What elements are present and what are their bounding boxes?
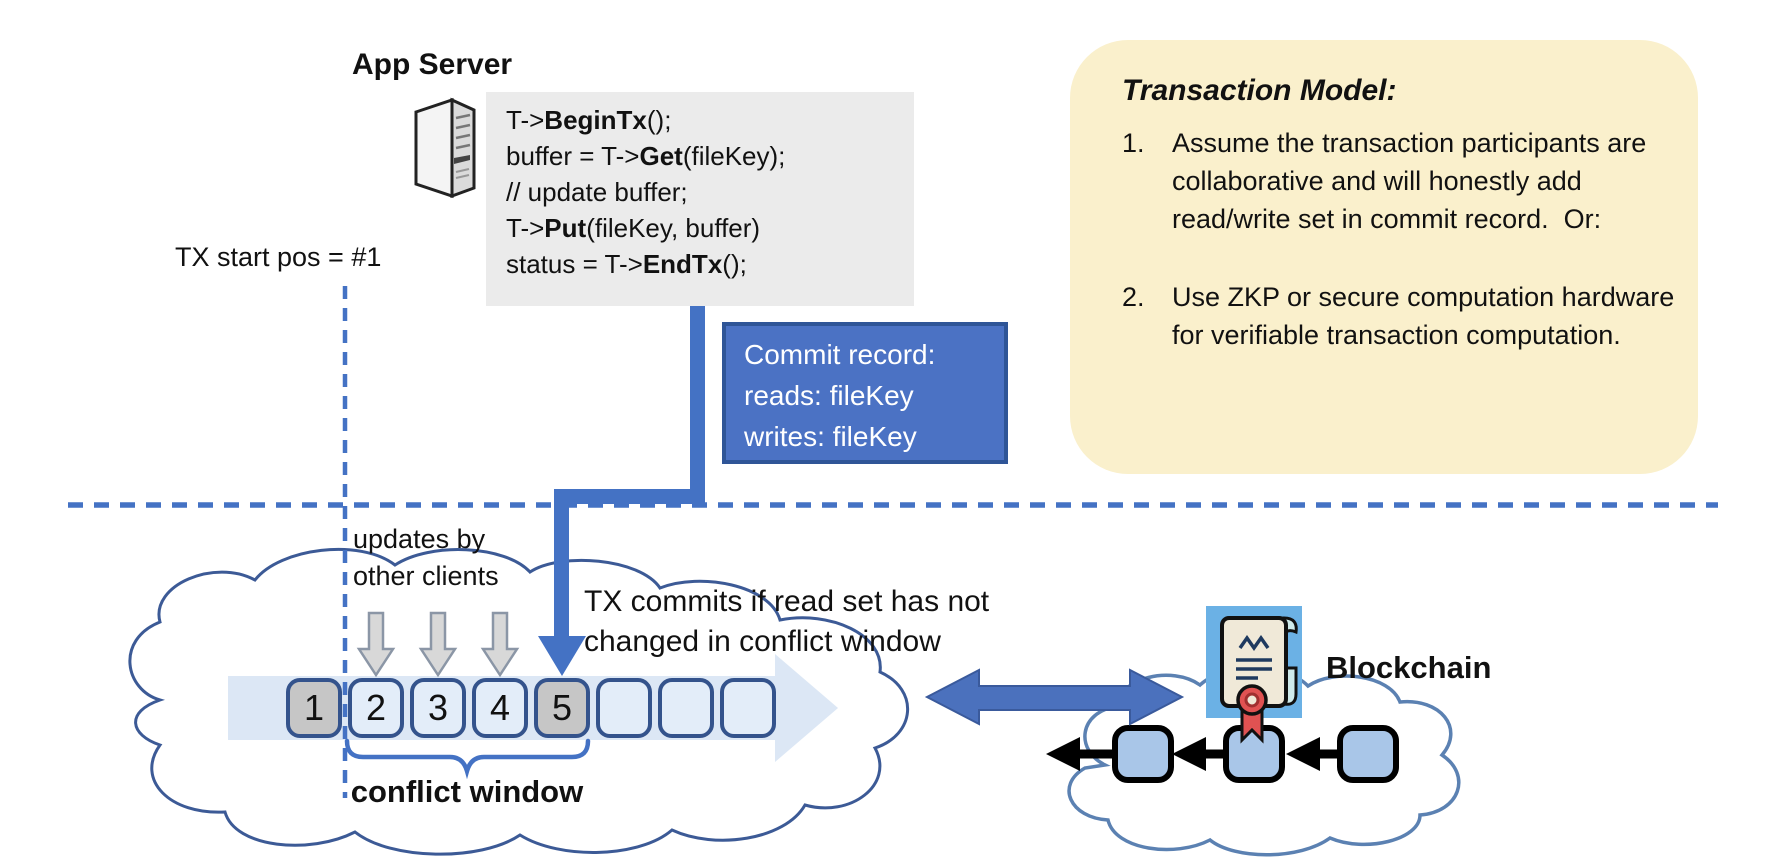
transaction-model-title: Transaction Model:	[1122, 74, 1397, 107]
timeline-block-4: 4	[472, 678, 528, 738]
conflict-window-brace	[344, 738, 591, 780]
timeline-block-2: 2	[348, 678, 404, 738]
certificate-icon	[1206, 606, 1302, 744]
app-server-title: App Server	[352, 48, 513, 81]
commit-flow-arrow	[538, 306, 705, 676]
timeline-block-1: 1	[286, 678, 342, 738]
timeline-block-7	[658, 678, 714, 738]
transaction-model-item-1: 1. Assume the transaction participants a…	[1122, 124, 1678, 238]
tx-commit-condition-label: TX commits if read set has not changed i…	[584, 585, 990, 658]
chain-arrow-icon	[1286, 737, 1320, 771]
commit-record-writes: writes: fileKey	[744, 421, 917, 452]
list-text: Assume the transaction participants are …	[1172, 128, 1654, 234]
chain-block	[1112, 725, 1174, 783]
commit-record-title: Commit record:	[744, 339, 936, 370]
timeline-block-3: 3	[410, 678, 466, 738]
sync-double-arrow-icon	[924, 668, 1185, 726]
update-arrow-icon	[356, 611, 520, 678]
server-icon	[414, 97, 476, 199]
code-line: T->Put(fileKey, buffer)	[506, 213, 761, 243]
timeline-block-8	[720, 678, 776, 738]
code-line: // update buffer;	[506, 177, 688, 207]
list-number: 1.	[1122, 128, 1145, 158]
timeline-block-6	[596, 678, 652, 738]
transaction-model-item-2: 2. Use ZKP or secure computation hardwar…	[1122, 278, 1678, 354]
commit-record-box: Commit record: reads: fileKey writes: fi…	[722, 322, 1008, 464]
list-number: 2.	[1122, 282, 1145, 312]
code-line: buffer = T->Get(fileKey);	[506, 141, 786, 171]
conflict-window-label: conflict window	[350, 774, 584, 809]
commit-record-reads: reads: fileKey	[744, 380, 914, 411]
transaction-model-panel	[1070, 40, 1698, 474]
blockchain-title: Blockchain	[1326, 650, 1492, 685]
updates-by-other-clients-label: updates by other clients	[353, 524, 499, 591]
list-text: Use ZKP or secure computation hardware f…	[1172, 282, 1675, 350]
code-line: T->BeginTx();	[506, 105, 672, 135]
code-line: status = T->EndTx();	[506, 249, 747, 279]
timeline-block-5: 5	[534, 678, 590, 738]
tx-start-label: TX start pos = #1	[175, 242, 382, 272]
chain-arrow-icon	[1046, 737, 1080, 771]
chain-links	[1046, 725, 1399, 783]
chain-arrow-icon	[1172, 737, 1206, 771]
chain-block	[1337, 725, 1399, 783]
transaction-code-block: T->BeginTx(); buffer = T->Get(fileKey); …	[486, 92, 914, 306]
ledger-cloud-outline	[128, 547, 909, 856]
